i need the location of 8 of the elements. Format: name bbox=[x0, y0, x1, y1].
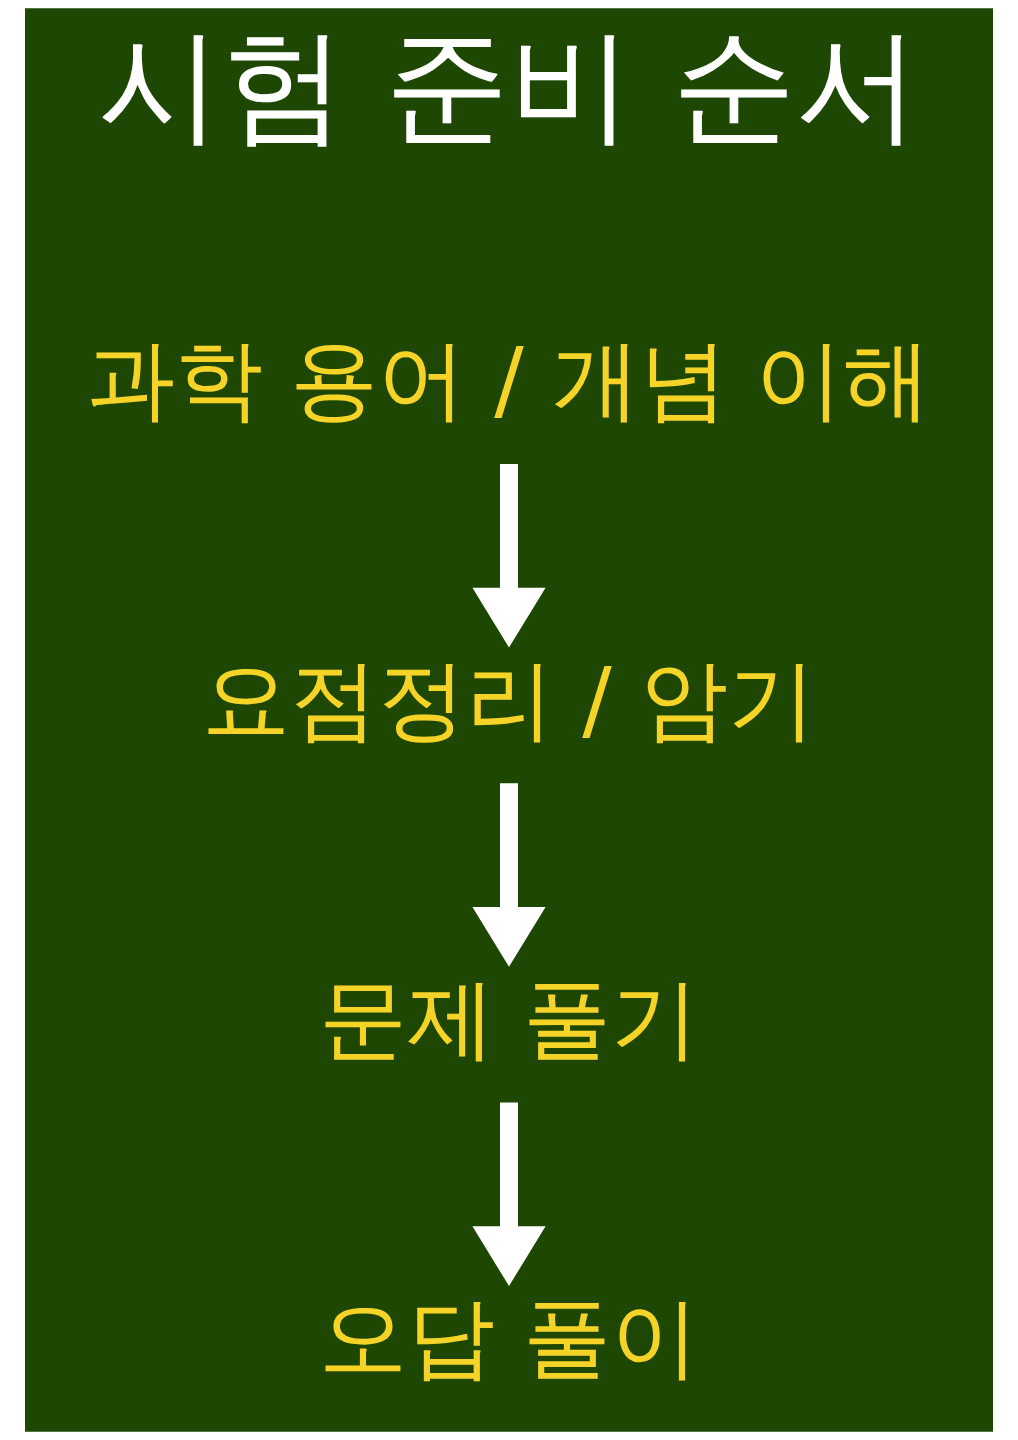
diagram-title: 시험 준비 순서 bbox=[97, 12, 921, 157]
arrow bbox=[472, 1102, 546, 1286]
arrow bbox=[472, 783, 546, 967]
node-text: 오답 풀이 bbox=[319, 1286, 699, 1389]
node-text: 과학 용어 / 개념 이해 bbox=[86, 329, 932, 432]
node-text: 요점정리 / 암기 bbox=[202, 648, 816, 751]
node-text: 문제 풀기 bbox=[319, 967, 699, 1070]
arrow bbox=[472, 464, 546, 648]
